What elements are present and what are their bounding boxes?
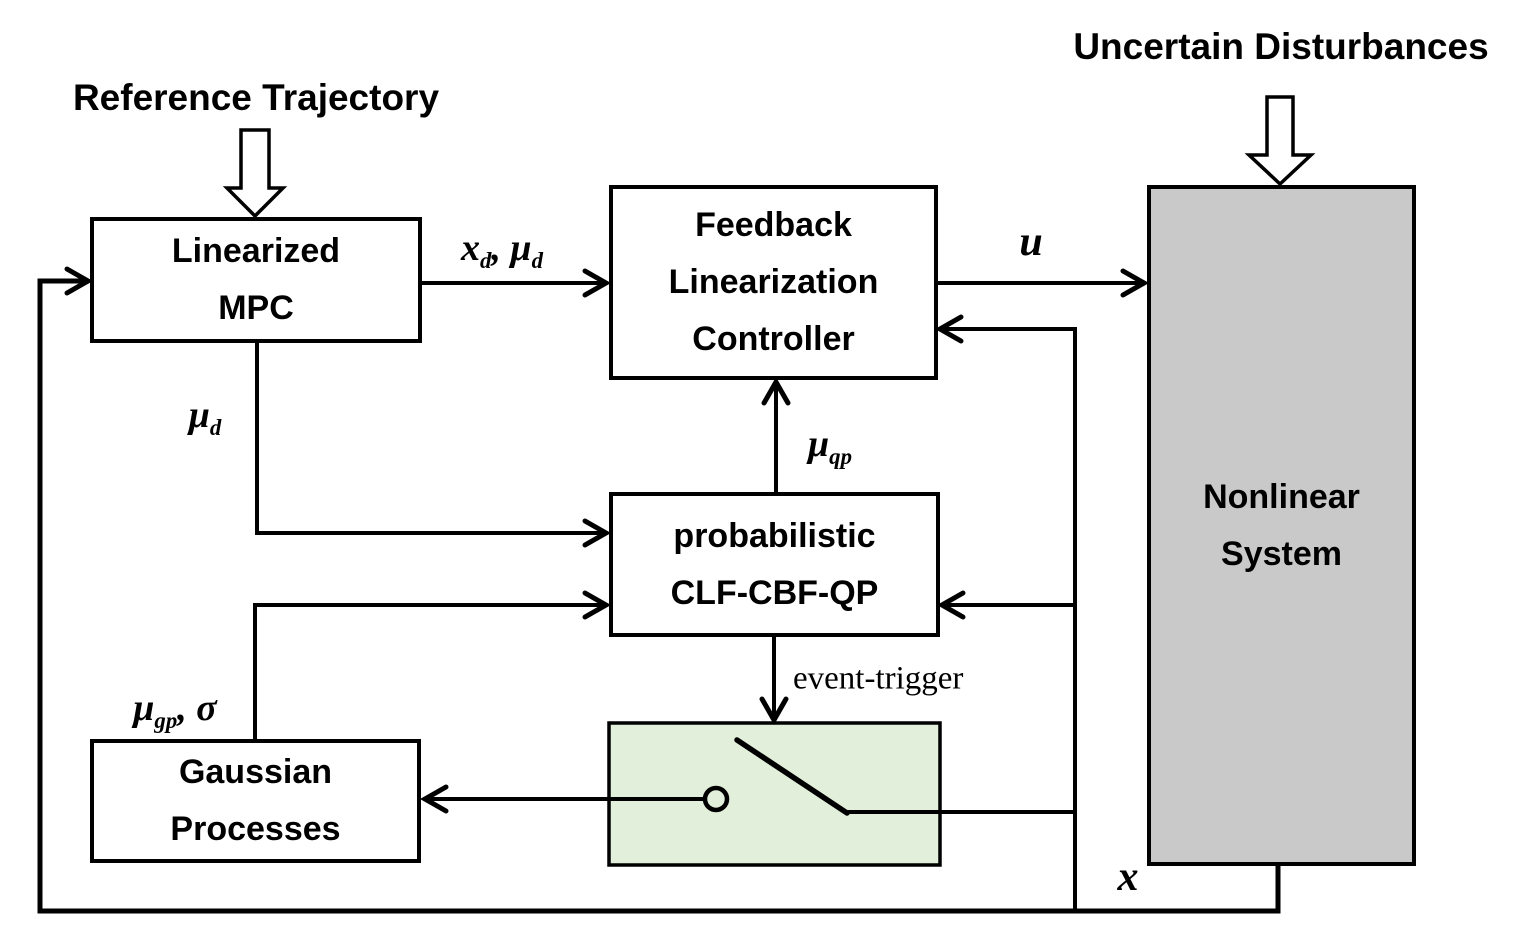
reference-trajectory-title: Reference Trajectory (72, 77, 440, 118)
uncertain-disturbances-title: Uncertain Disturbances (1073, 26, 1489, 67)
block-probabilistic-clf-cbf-qp: probabilistic CLF-CBF-QP (609, 492, 940, 637)
event-trigger-label: event-trigger (793, 660, 964, 697)
block-label-line: Nonlinear (1203, 477, 1360, 516)
signal-label-xd-mud: xd, μd (461, 227, 543, 272)
block-label-line: Linearization (668, 263, 879, 301)
event-triggered-switch-icon (419, 737, 1075, 816)
math-base: μ (188, 394, 210, 436)
signal-label-mu-d: μd (188, 394, 222, 439)
switch-contact-circle (702, 785, 730, 813)
signal-label-u: u (1019, 221, 1042, 263)
math-base: μ (510, 227, 532, 269)
switch-blade (734, 737, 850, 816)
math-subscript: d (209, 414, 222, 440)
math-base: x (461, 227, 481, 269)
signal-label-x: x (1118, 856, 1139, 898)
math-separator: , (491, 227, 511, 269)
block-label-line: Controller (692, 320, 855, 358)
math-base: u (1019, 219, 1043, 265)
block-label-line: Gaussian (178, 753, 333, 791)
event-switch-box (607, 721, 942, 867)
block-arrow-down-icon (222, 128, 288, 219)
gp-to-qp-arrow (253, 590, 612, 739)
math-subscript: gp (154, 707, 178, 733)
block-label-line: CLF-CBF-QP (670, 573, 879, 612)
math-separator: , (177, 687, 197, 729)
block-label-line: Linearized (171, 232, 341, 270)
block-label-line: probabilistic (673, 516, 876, 555)
block-label-line: System (1221, 534, 1342, 573)
math-subscript: d (531, 247, 543, 273)
signal-label-mu-gp-sigma: μgp, σ (133, 687, 217, 732)
signal-label-mu-qp: μqp (808, 423, 852, 468)
state-tap-to-controller-arrow (934, 314, 1077, 911)
block-label-line: MPC (218, 289, 294, 327)
state-feedback-line (37, 266, 1281, 914)
mpc-to-qp-arrow (255, 343, 612, 548)
block-label-line: Processes (170, 810, 341, 848)
math-base: σ (196, 687, 217, 729)
math-subscript: d (480, 247, 492, 273)
math-subscript: qp (829, 443, 852, 469)
block-nonlinear-system: Nonlinear System (1147, 185, 1416, 866)
block-gaussian-processes: Gaussian Processes (90, 739, 421, 863)
math-base: x (1117, 854, 1139, 900)
block-arrow-down-icon (1244, 95, 1316, 187)
block-linearized-mpc: Linearized MPC (90, 217, 422, 343)
block-label-line: Feedback (695, 206, 852, 244)
math-base: μ (133, 687, 155, 729)
block-feedback-linearization-controller: Feedback Linearization Controller (609, 185, 938, 380)
math-base: μ (808, 423, 830, 465)
